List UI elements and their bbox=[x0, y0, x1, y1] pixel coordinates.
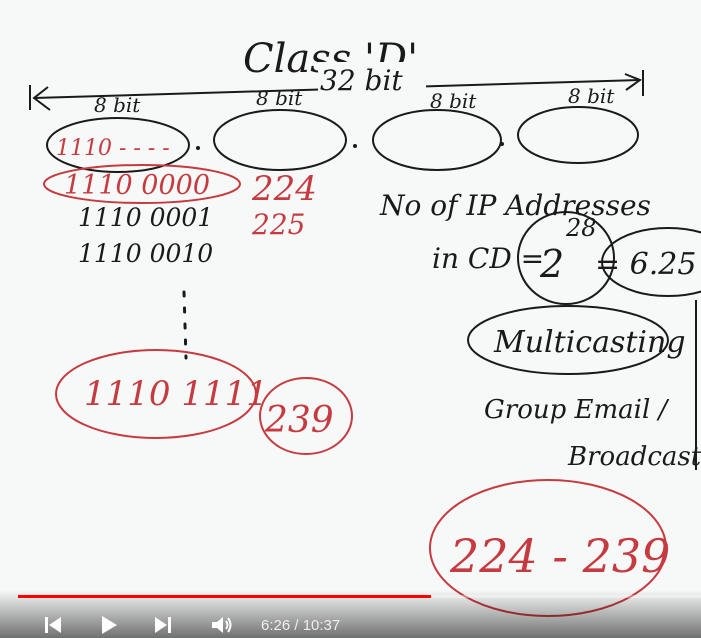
ip-count-power: 2 bbox=[539, 242, 564, 286]
decimal-row-2: 225 bbox=[251, 208, 305, 241]
volume-icon bbox=[212, 617, 232, 633]
octet-label-3: 8 bit bbox=[430, 89, 477, 113]
use-note-line-2: Broadcast bbox=[567, 442, 701, 472]
time-display: 6:26 / 10:37 bbox=[261, 617, 341, 634]
next-button[interactable] bbox=[148, 612, 178, 638]
octet-ellipse-4 bbox=[517, 106, 639, 164]
play-icon bbox=[102, 616, 117, 634]
octet-label-4: 8 bit bbox=[568, 84, 615, 108]
skip-back-icon bbox=[45, 617, 61, 633]
use-note-line-1: Group Email / bbox=[484, 395, 670, 425]
octet-label-1: 8 bit bbox=[94, 93, 141, 117]
bit-row-last: 1110 1111 bbox=[84, 374, 268, 414]
progress-bar-played bbox=[18, 595, 432, 598]
bit-row-2: 1110 0001 bbox=[78, 203, 213, 232]
span-label: 32 bit bbox=[320, 64, 403, 97]
value-ellipse bbox=[601, 227, 701, 297]
highlight-ellipse-last-row bbox=[55, 349, 257, 439]
player-controls: 6:26 / 10:37 bbox=[0, 590, 701, 638]
bit-row-3: 1110 0010 bbox=[78, 239, 213, 268]
decimal-row-last: 239 bbox=[264, 400, 334, 441]
skip-next-icon bbox=[155, 617, 171, 633]
highlight-ellipse-row-1 bbox=[43, 164, 241, 204]
octet-dot-2 bbox=[353, 144, 357, 148]
octet-dot-1 bbox=[196, 146, 200, 150]
octet-ellipse-3 bbox=[372, 109, 502, 171]
first-octet-pattern: 1110 - - - - bbox=[56, 136, 170, 161]
ip-count-exponent: 28 bbox=[565, 214, 597, 242]
range-label: 224 - 239 bbox=[449, 529, 670, 583]
octet-ellipse-2 bbox=[213, 109, 347, 171]
previous-button[interactable] bbox=[38, 612, 68, 638]
ip-count-value: = 6.25 bbox=[595, 247, 696, 282]
ip-count-line-1: No of IP Addresses bbox=[379, 189, 651, 222]
volume-button[interactable] bbox=[208, 612, 238, 638]
progress-bar[interactable] bbox=[18, 595, 701, 598]
bit-row-1: 1110 0000 bbox=[64, 170, 210, 201]
octet-dot-3 bbox=[500, 142, 504, 146]
span-label-bg bbox=[318, 62, 426, 96]
power-ellipse bbox=[517, 211, 615, 305]
octet-ellipse-1 bbox=[46, 117, 190, 173]
ip-count-line-2: in CD = bbox=[432, 242, 544, 275]
use-label: Multicasting bbox=[493, 325, 686, 360]
highlight-ellipse-239 bbox=[259, 377, 353, 455]
octet-label-2: 8 bit bbox=[256, 86, 303, 110]
span-arrow-right-head bbox=[624, 73, 643, 91]
decimal-row-1: 224 bbox=[251, 169, 317, 209]
span-arrow-left-head bbox=[32, 86, 51, 111]
continuation-dots bbox=[182, 290, 188, 360]
play-button[interactable] bbox=[94, 612, 124, 638]
multicasting-ellipse bbox=[467, 305, 669, 375]
